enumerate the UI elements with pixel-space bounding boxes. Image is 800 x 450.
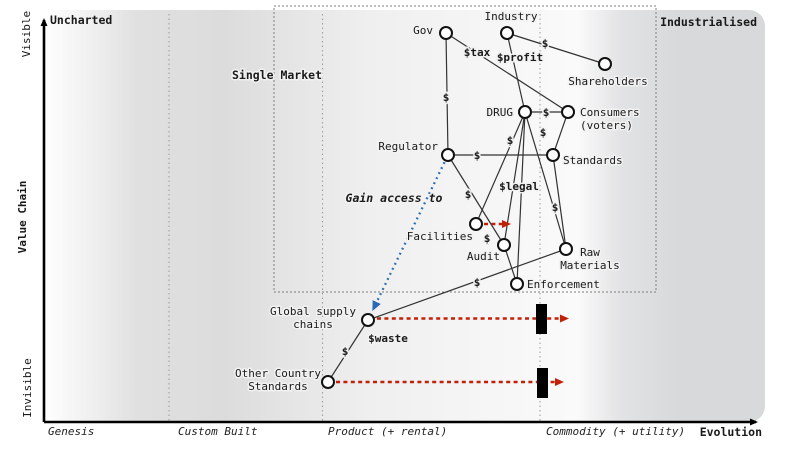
y-axis-label-invisible: Invisible xyxy=(21,358,34,418)
edge-global-supply-chains-raw-materials xyxy=(367,248,567,321)
flow-label-12: $ xyxy=(552,201,559,214)
node-label-regulator: Regulator xyxy=(378,140,438,153)
node-label-raw-materials: Raw xyxy=(580,246,600,259)
node-label-consumers: Consumers xyxy=(580,106,640,119)
node-label-standards: Standards xyxy=(563,154,623,167)
node-facilities xyxy=(469,217,483,231)
node-industry xyxy=(500,26,514,40)
node-label-other-country-standards: Other Country xyxy=(235,367,321,380)
flow-label-15: $waste xyxy=(368,332,408,345)
node-regulator xyxy=(441,148,455,162)
edge-standards-raw-materials xyxy=(552,154,567,250)
single-market-label: Single Market xyxy=(232,68,322,82)
node-other-country-standards xyxy=(321,375,335,389)
flow-label-13: $ xyxy=(474,276,481,289)
node-label-industry: Industry xyxy=(485,10,538,23)
edge-drug-facilities xyxy=(475,111,526,225)
flow-label-5: $ xyxy=(543,106,550,119)
node-global-supply-chains xyxy=(361,313,375,327)
flow-label-7: $ xyxy=(507,134,514,147)
node-label-global-supply-chains: Global supply xyxy=(270,305,356,318)
node-raw-materials xyxy=(559,242,573,256)
flow-label-3: $profit xyxy=(497,51,543,64)
node-standards xyxy=(546,148,560,162)
edge-industry-drug xyxy=(506,32,526,113)
edge-regulator-audit xyxy=(447,154,505,246)
node-shareholders xyxy=(598,57,612,71)
node-label2-consumers: (voters) xyxy=(580,119,633,132)
node-enforcement xyxy=(510,277,524,291)
flow-label-9: $ xyxy=(465,188,472,201)
stage-label-commodity: Commodity (+ utility) xyxy=(546,425,685,438)
gain-access-arrow xyxy=(372,161,446,312)
node-label2-other-country-standards: Standards xyxy=(248,380,308,393)
barrier-bar-2 xyxy=(536,304,547,334)
node-label-facilities: Facilities xyxy=(407,230,473,243)
node-consumers xyxy=(561,105,575,119)
edge-consumers-standards xyxy=(552,111,569,156)
flow-label-6: $ xyxy=(540,126,547,139)
flow-label-1: $ xyxy=(443,91,450,104)
flow-label-14: $ xyxy=(342,345,349,358)
edge-industry-shareholders xyxy=(506,32,606,65)
node-label-enforcement: Enforcement xyxy=(527,278,600,291)
node-label-shareholders: Shareholders xyxy=(568,75,647,88)
barrier-bar-3 xyxy=(537,368,548,398)
node-label-audit: Audit xyxy=(467,250,500,263)
node-label2-raw-materials: Materials xyxy=(560,259,620,272)
node-label-drug: DRUG xyxy=(487,106,514,119)
edge-drug-raw-materials xyxy=(524,111,567,250)
gain-access-label: Gain access to xyxy=(346,191,443,205)
edge-drug-enforcement xyxy=(516,111,526,285)
node-audit xyxy=(497,238,511,252)
x-axis-title: Evolution xyxy=(700,425,762,439)
flow-label-2: $tax xyxy=(464,46,491,59)
edge-gov-consumers xyxy=(445,32,569,113)
corner-label-uncharted: Uncharted xyxy=(50,13,112,27)
node-label-gov: Gov xyxy=(413,24,433,37)
edge-global-supply-chains-other-country-standards xyxy=(327,319,369,383)
flow-label-10: $legal xyxy=(499,180,539,193)
edge-gov-regulator xyxy=(445,32,449,156)
flow-label-4: $ xyxy=(542,37,549,50)
stage-label-genesis: Genesis xyxy=(48,425,94,438)
stage-label-custom-built: Custom Built xyxy=(178,425,258,438)
y-axis-label-visible: Visible xyxy=(20,11,33,57)
node-drug xyxy=(518,105,532,119)
stage-label-product: Product (+ rental) xyxy=(328,425,447,438)
flow-label-8: $ xyxy=(474,149,481,162)
flow-label-11: $ xyxy=(484,232,491,245)
single-market-region xyxy=(273,5,657,293)
node-label2-global-supply-chains: chains xyxy=(293,318,333,331)
y-axis-title: Value Chain xyxy=(16,181,29,254)
map-canvas xyxy=(44,10,765,422)
node-gov xyxy=(439,26,453,40)
corner-label-industrialised: Industrialised xyxy=(660,15,757,29)
